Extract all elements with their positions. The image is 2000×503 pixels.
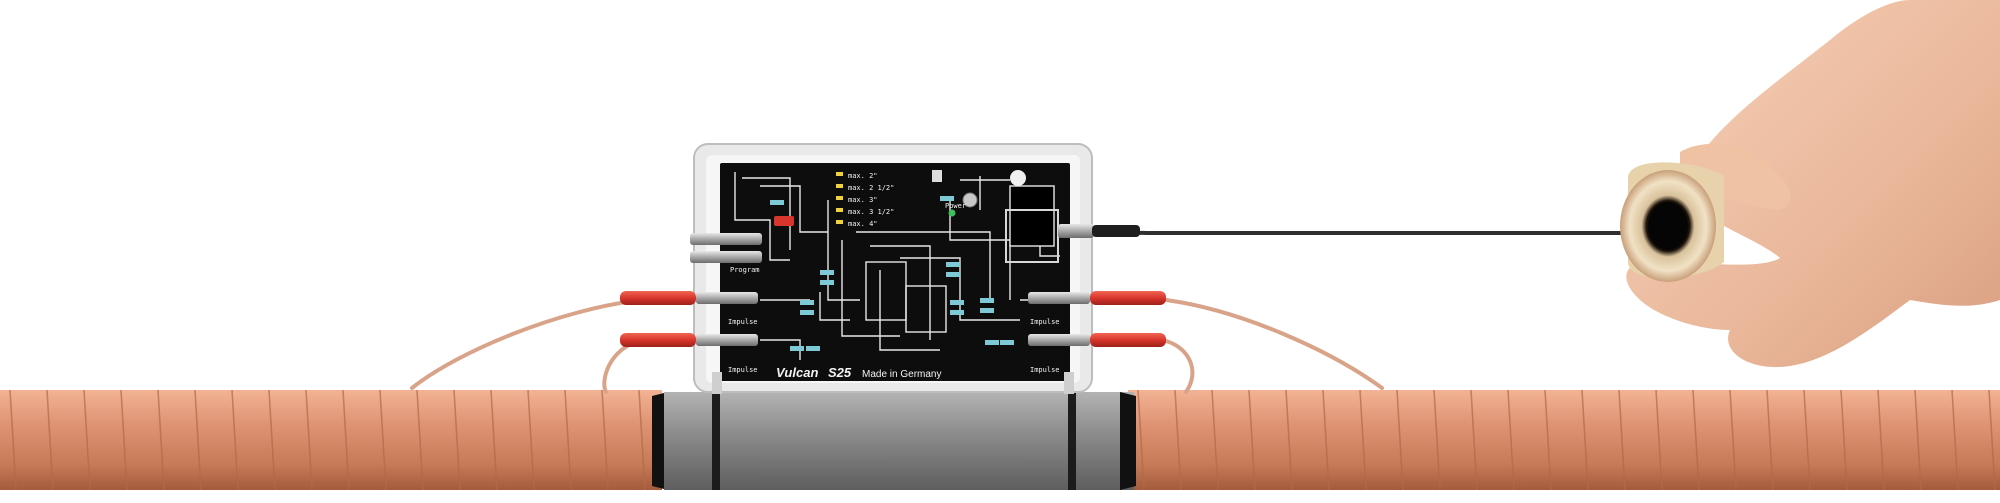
pipe-band-line xyxy=(157,389,165,491)
pipe-size-leds xyxy=(836,172,843,224)
pipe-band-line xyxy=(1322,389,1330,491)
clamp-band-left xyxy=(712,382,720,490)
pipe-size-list: max. 2" max. 2 1/2" max. 3" max. 3 1/2" … xyxy=(848,172,894,228)
pipe-wrap-bands xyxy=(9,389,1996,491)
vulcan-device: max. 2" max. 2 1/2" max. 3" max. 3 1/2" … xyxy=(690,143,1094,394)
pipe-band-line xyxy=(1766,389,1774,491)
pipe-size-led xyxy=(836,220,843,224)
model-label: S25 xyxy=(828,365,852,380)
pipe-band-line xyxy=(1470,389,1478,491)
pipe-band-line xyxy=(1729,389,1737,491)
pipe-band-line xyxy=(527,389,535,491)
pipe-band-line xyxy=(638,389,646,491)
program-button-component xyxy=(932,170,942,182)
pipe-band-line xyxy=(9,389,17,491)
pipe-size-label-0: max. 2" xyxy=(848,172,878,180)
pipe-band-line xyxy=(120,389,128,491)
pipe-band-line xyxy=(231,389,239,491)
pipe-band-line xyxy=(1988,389,1996,491)
pipe-band-line xyxy=(1803,389,1811,491)
pipe-band-line xyxy=(1655,389,1663,491)
pipe-band-line xyxy=(1914,389,1922,491)
mounting-sleeve xyxy=(652,382,1136,490)
impulse-label-bottom-right: Impulse xyxy=(1030,366,1060,374)
pipe-band-line xyxy=(1433,389,1441,491)
impulse-label-bottom-left: Impulse xyxy=(728,366,758,374)
pipe-band-line xyxy=(1840,389,1848,491)
pipe-band-line xyxy=(1396,389,1404,491)
pipe-size-label-4: max. 4" xyxy=(848,220,878,228)
impulse-label-top-left: Impulse xyxy=(728,318,758,326)
impulse-label-top-right: Impulse xyxy=(1030,318,1060,326)
pipe-band-line xyxy=(46,389,54,491)
pipe-size-label-2: max. 3" xyxy=(848,196,878,204)
pipe-size-led xyxy=(836,184,843,188)
copper-pipe xyxy=(0,389,2000,491)
pipe-bore xyxy=(1648,202,1688,250)
ic-chips xyxy=(865,185,1055,333)
hand xyxy=(1626,0,2000,368)
pipe-band-line xyxy=(564,389,572,491)
signal-port-outline xyxy=(1005,209,1059,263)
pipe-band-line xyxy=(1137,389,1145,491)
pipe-size-led xyxy=(836,196,843,200)
pipe-band-line xyxy=(1877,389,1885,491)
program-label: Program xyxy=(730,266,760,274)
resistors xyxy=(770,196,1014,351)
pipe-size-label-1: max. 2 1/2" xyxy=(848,184,894,192)
pipe-size-label-3: max. 3 1/2" xyxy=(848,208,894,216)
power-led-icon xyxy=(948,209,956,217)
pipe-band-line xyxy=(1359,389,1367,491)
pipe-size-led xyxy=(836,172,843,176)
buzzer-component xyxy=(1010,170,1026,186)
pipe-band-line xyxy=(1248,389,1256,491)
pipe-band-line xyxy=(1211,389,1219,491)
program-connectors xyxy=(690,216,794,263)
pipe-band-line xyxy=(601,389,609,491)
capacitor-component xyxy=(962,192,978,208)
pipe-band-line xyxy=(416,389,424,491)
pipe-band-line xyxy=(1507,389,1515,491)
pipe-band-line xyxy=(83,389,91,491)
pipe-band-line xyxy=(1285,389,1293,491)
pipe-sample xyxy=(1620,162,1724,282)
power-label: Power xyxy=(945,202,966,210)
pipe-band-line xyxy=(194,389,202,491)
pipe-band-line xyxy=(490,389,498,491)
pipe-band-line xyxy=(342,389,350,491)
pipe-band-line xyxy=(1692,389,1700,491)
pipe-band-line xyxy=(1618,389,1626,491)
clamp-band-right xyxy=(1068,382,1076,490)
impulse-connectors xyxy=(620,291,1166,347)
pipe-band-line xyxy=(1951,389,1959,491)
made-in-label: Made in Germany xyxy=(862,369,941,380)
pipe-band-line xyxy=(453,389,461,491)
pipe-band-line xyxy=(379,389,387,491)
circuit-board xyxy=(720,163,1070,381)
pipe-band-line xyxy=(305,389,313,491)
pipe-band-line xyxy=(1581,389,1589,491)
pipe-band-line xyxy=(1174,389,1182,491)
brand-label: Vulcan xyxy=(776,365,818,380)
pipe-band-line xyxy=(1544,389,1552,491)
signal-cable xyxy=(1092,229,1622,235)
pipe-band-line xyxy=(268,389,276,491)
thumb xyxy=(1680,143,1791,210)
pipe-size-led xyxy=(836,208,843,212)
cable-boot xyxy=(1092,225,1140,237)
signal-connector xyxy=(1058,224,1094,238)
